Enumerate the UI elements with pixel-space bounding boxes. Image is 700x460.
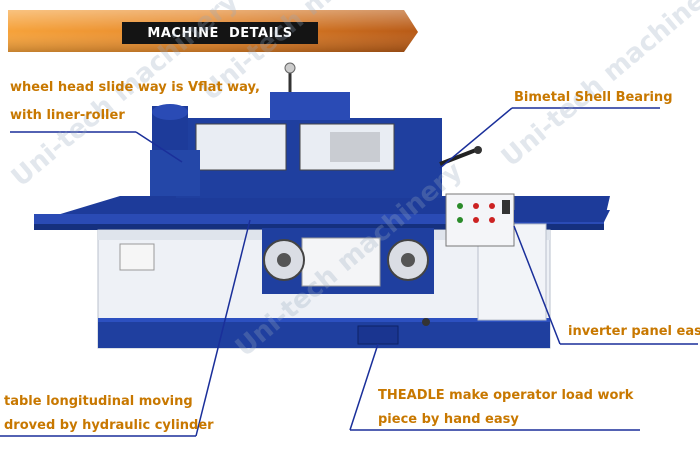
callout-table-line2: droved by hydraulic cylinder [4,418,214,433]
callout-bimetal-bearing: Bimetal Shell Bearing [514,90,673,105]
callout-table-line1: table longitudinal moving [4,394,193,409]
callout-theadle-line1: THEADLE make operator load work [378,388,634,403]
callout-theadle-line2: piece by hand easy [378,412,519,427]
banner-title: MACHINE DETAILS [147,25,293,41]
callout-inverter-panel: inverter panel easy [568,324,700,339]
machine-details-banner [8,10,418,52]
callout-wheel-head-line1: wheel head slide way is Vflat way, [10,80,260,95]
callout-wheel-head-line2: with liner-roller [10,108,125,123]
foot-pedal [357,325,399,345]
